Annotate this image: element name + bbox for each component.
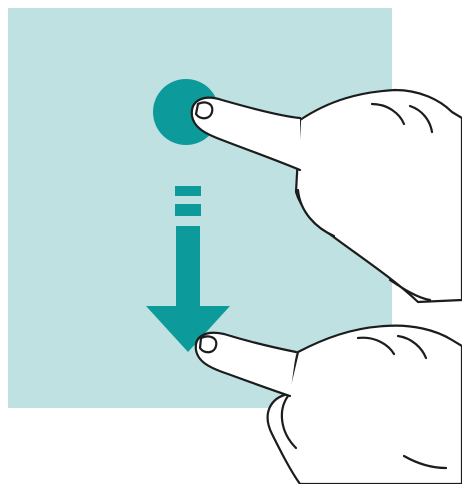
swipe-down-gesture-illustration: [0, 0, 462, 484]
